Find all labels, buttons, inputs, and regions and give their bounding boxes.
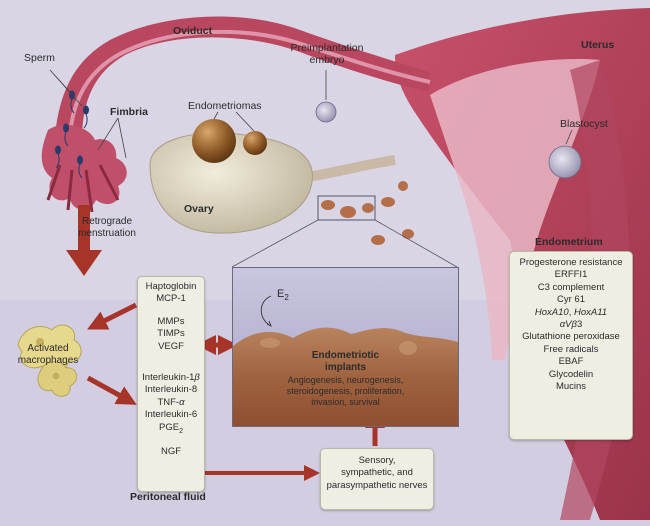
label-sperm: Sperm bbox=[24, 52, 55, 64]
endometrium-factors-panel: Progesterone resistance ERFFI1 C3 comple… bbox=[509, 251, 633, 440]
factor-interleukin-1b: Interleukin-1β bbox=[142, 372, 200, 384]
label-endometrium: Endometrium bbox=[535, 236, 603, 248]
nerves-line2: sympathetic, and bbox=[341, 467, 413, 479]
nerves-panel: Sensory, sympathetic, and parasympatheti… bbox=[320, 448, 434, 510]
factor-timps: TIMPs bbox=[157, 328, 185, 340]
factor-glutathione-peroxidase: Glutathione peroxidase bbox=[522, 331, 620, 343]
label-retrograde-menstruation: Retrograde menstruation bbox=[78, 216, 136, 239]
factor-vegf: VEGF bbox=[158, 340, 184, 352]
factor-c3-complement: C3 complement bbox=[537, 281, 605, 293]
factor-alpha-v-beta-3: αVβ3 bbox=[559, 319, 583, 331]
factor-mucins: Mucins bbox=[555, 381, 587, 393]
label-preimplantation-embryo: Preimplantation embryo bbox=[290, 42, 364, 66]
label-oviduct: Oviduct bbox=[173, 25, 213, 37]
factor-erffi1: ERFFI1 bbox=[554, 269, 588, 281]
peritoneal-fluid-panel: Haptoglobin MCP-1 MMPs TIMPs VEGF Interl… bbox=[137, 276, 205, 492]
label-uterus: Uterus bbox=[581, 39, 615, 51]
nerves-line1: Sensory, bbox=[358, 455, 396, 466]
macrophage-cluster bbox=[17, 324, 82, 397]
label-blastocyst: Blastocyst bbox=[560, 118, 608, 130]
factor-cyr61: Cyr 61 bbox=[557, 294, 585, 306]
arrow-from-macrophages bbox=[86, 375, 137, 405]
uterine-cavity bbox=[430, 59, 600, 360]
implant-title: Endometriotic implants bbox=[311, 350, 380, 373]
label-endometriomas: Endometriomas bbox=[188, 100, 262, 112]
factor-mmps: MMPs bbox=[157, 315, 185, 327]
endometrioma-small bbox=[243, 131, 267, 155]
factor-progesterone-resistance: Progesterone resistance bbox=[519, 257, 623, 268]
label-fimbria: Fimbria bbox=[110, 106, 148, 118]
factor-free-radicals: Free radicals bbox=[543, 343, 599, 355]
factor-hox-genes: HoxA10, HoxA11 bbox=[534, 306, 608, 318]
label-peritoneal-fluid: Peritoneal fluid bbox=[130, 491, 206, 503]
retrograde-arrow-shaft bbox=[78, 205, 90, 253]
label-activated-macrophages: Activated macrophages bbox=[17, 343, 79, 366]
factor-pge2: PGE2 bbox=[159, 421, 183, 435]
factor-interleukin-6: Interleukin-6 bbox=[144, 409, 198, 421]
arrow-to-macrophages bbox=[87, 302, 138, 330]
preimplantation-embryo bbox=[315, 101, 337, 123]
nerves-line3: parasympathetic nerves bbox=[326, 479, 428, 491]
factor-interleukin-8: Interleukin-8 bbox=[144, 384, 198, 396]
implant-inset: E2 Endometriotic implants Angiogenesis, … bbox=[232, 267, 459, 427]
peritoneal-lesions bbox=[321, 181, 414, 245]
oviduct-tube bbox=[55, 16, 430, 141]
fimbria bbox=[41, 124, 127, 210]
factor-ebaf: EBAF bbox=[558, 356, 584, 368]
factor-tnf-alpha: TNF-α bbox=[157, 396, 185, 408]
estradiol-label: E2 bbox=[277, 288, 289, 303]
implant-inset-art bbox=[233, 268, 458, 426]
zoom-box bbox=[317, 195, 376, 221]
factor-ngf: NGF bbox=[160, 445, 182, 457]
blastocyst bbox=[548, 145, 582, 179]
implant-description: Angiogenesis, neurogenesis, steroidogene… bbox=[286, 375, 405, 407]
retrograde-arrow-head bbox=[66, 250, 102, 276]
factor-mcp1: MCP-1 bbox=[156, 293, 186, 305]
endometrioma-large bbox=[192, 119, 236, 163]
factor-haptoglobin: Haptoglobin bbox=[145, 281, 197, 292]
factor-glycodelin: Glycodelin bbox=[548, 368, 594, 380]
label-ovary: Ovary bbox=[184, 203, 214, 215]
